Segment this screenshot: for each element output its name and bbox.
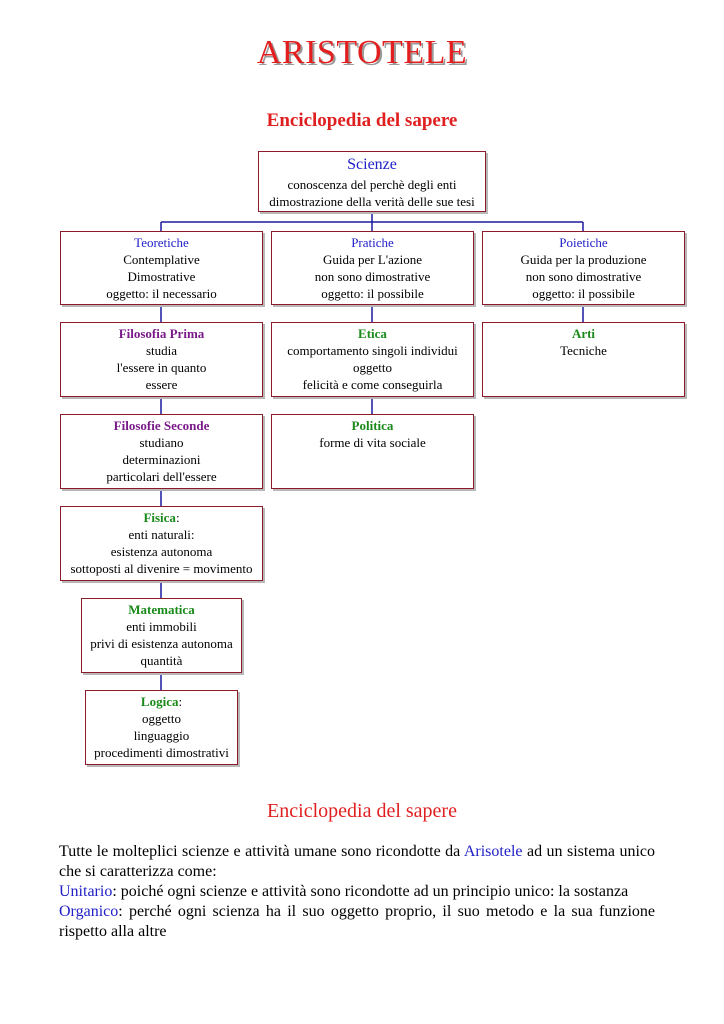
box-etica-line3: felicità e come conseguirla [302, 377, 443, 392]
box-teoretiche-heading: Teoretiche [134, 235, 189, 250]
box-filosofia-prima-line3: essere [145, 377, 178, 392]
box-filosofie-seconde-line2: determinazioni [122, 452, 201, 467]
box-scienze-line2: dimostrazione della verità delle sue tes… [269, 194, 475, 209]
box-arti-line1: Tecniche [560, 343, 607, 358]
box-pratiche-line1: Guida per L'azione [322, 252, 423, 267]
box-matematica-heading: Matematica [128, 602, 195, 617]
box-logica-line1: oggetto [142, 711, 181, 726]
diagram-subtitle: Enciclopedia del sapere [266, 110, 458, 131]
box-matematica: Matematica enti immobili privi di esiste… [81, 598, 242, 673]
box-scienze-line1: conoscenza del perchè degli enti [287, 177, 457, 192]
box-logica-heading-row: Logica: [86, 693, 237, 710]
box-poietiche-line3: oggetto: il possibile [532, 286, 635, 301]
box-pratiche-line3: oggetto: il possibile [321, 286, 424, 301]
box-fisica-heading: Fisica [143, 510, 176, 525]
box-fisica-heading-row: Fisica: [61, 509, 262, 526]
box-filosofie-seconde-line3: particolari dell'essere [106, 469, 217, 484]
box-teoretiche-line2: Dimostrative [127, 269, 196, 284]
box-filosofia-prima-line1: studia [145, 343, 178, 358]
box-logica-heading: Logica [140, 694, 179, 709]
unitario-term: Unitario [59, 883, 113, 900]
page-title: ARISTOTELE [256, 34, 468, 71]
box-politica: Politica forme di vita sociale [271, 414, 474, 489]
box-teoretiche: Teoretiche Contemplative Dimostrative og… [60, 231, 263, 305]
box-logica-line3: procedimenti dimostrativi [94, 745, 229, 760]
box-fisica-line1: enti naturali: [128, 527, 195, 542]
box-poietiche: Poietiche Guida per la produzione non so… [482, 231, 685, 305]
box-poietiche-line2: non sono dimostrative [525, 269, 642, 284]
box-pratiche: Pratiche Guida per L'azione non sono dim… [271, 231, 474, 305]
box-politica-line1: forme di vita sociale [319, 435, 426, 450]
box-scienze-heading: Scienze [347, 156, 397, 173]
box-logica-colon: : [178, 694, 183, 709]
box-etica-line2: oggetto [353, 360, 392, 375]
box-teoretiche-line1: Contemplative [123, 252, 200, 267]
unitario-text: : poiché ogni scienze e attività sono ri… [112, 883, 629, 900]
box-scienze: Scienze conoscenza del perchè degli enti… [258, 151, 486, 212]
intro-text-b: ad un sistema unico che si caratterizza … [59, 843, 655, 880]
box-politica-heading: Politica [351, 418, 394, 433]
body-paragraph: Tutte le molteplici scienze e attività u… [59, 842, 655, 942]
organico-text: : perché ogni scienza ha il suo oggetto … [59, 903, 655, 940]
box-filosofia-prima-line2: l'essere in quanto [116, 360, 207, 375]
box-fisica: Fisica: enti naturali: esistenza autonom… [60, 506, 263, 581]
box-filosofie-seconde-heading: Filosofie Seconde [113, 418, 210, 433]
box-pratiche-heading: Pratiche [351, 235, 394, 250]
box-etica: Etica comportamento singoli individui og… [271, 322, 474, 397]
box-filosofia-prima: Filosofia Prima studia l'essere in quant… [60, 322, 263, 397]
box-filosofia-prima-heading: Filosofia Prima [118, 326, 205, 341]
box-poietiche-line1: Guida per la produzione [520, 252, 647, 267]
intro-name: Arisotele [463, 843, 523, 860]
intro-text-a: Tutte le molteplici scienze e attività u… [59, 843, 464, 860]
box-filosofie-seconde-line1: studiano [139, 435, 184, 450]
organico-term: Organico [59, 903, 119, 920]
box-fisica-line3: sottoposti al divenire = movimento [70, 561, 253, 576]
paragraph-organico: Organico: perché ogni scienza ha il suo … [59, 902, 655, 942]
paragraph-intro: Tutte le molteplici scienze e attività u… [59, 842, 655, 882]
section-title: Enciclopedia del sapere [267, 800, 457, 822]
box-fisica-line2: esistenza autonoma [110, 544, 213, 559]
box-filosofie-seconde: Filosofie Seconde studiano determinazion… [60, 414, 263, 489]
box-matematica-line3: quantità [140, 653, 183, 668]
box-poietiche-heading: Poietiche [559, 235, 608, 250]
diagram-connectors [160, 212, 584, 690]
box-fisica-colon: : [175, 510, 180, 525]
box-arti: Arti Tecniche [482, 322, 685, 397]
paragraph-unitario: Unitario: poiché ogni scienze e attività… [59, 882, 655, 902]
box-matematica-line2: privi di esistenza autonoma [90, 636, 233, 651]
box-pratiche-line2: non sono dimostrative [314, 269, 431, 284]
box-etica-line1: comportamento singoli individui [287, 343, 458, 358]
box-matematica-line1: enti immobili [126, 619, 197, 634]
box-logica-line2: linguaggio [133, 728, 190, 743]
box-etica-heading: Etica [358, 326, 387, 341]
box-arti-heading: Arti [571, 326, 596, 341]
box-teoretiche-line3: oggetto: il necessario [106, 286, 217, 301]
box-logica: Logica: oggetto linguaggio procedimenti … [85, 690, 238, 765]
